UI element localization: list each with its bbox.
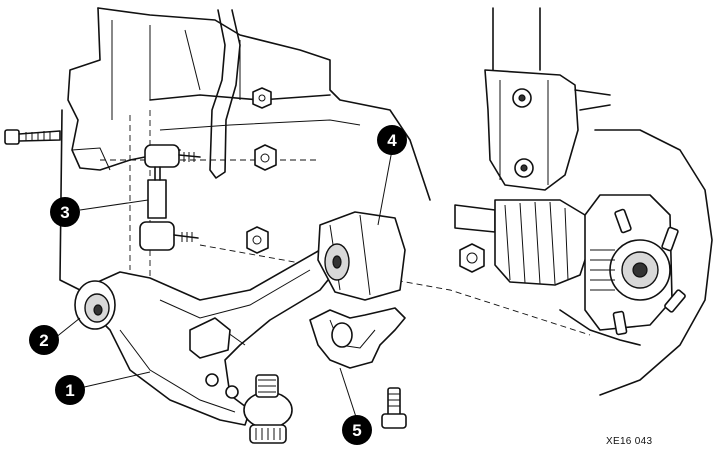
clamp-bolt [381,387,407,429]
nut-lower [246,226,269,254]
wheel-hub [559,129,713,396]
callout-2-label: 2 [39,331,48,350]
callout-4-label: 4 [387,131,397,150]
mounting-bolt [4,129,61,145]
callout-4: 4 [377,125,407,155]
nut-right [459,243,485,273]
clamp-bracket [309,307,406,369]
callout-5-label: 5 [352,421,361,440]
callout-2: 2 [29,325,59,355]
drop-link [139,144,201,251]
callout-1-label: 1 [65,381,74,400]
cv-boot [454,199,591,286]
lower-control-arm [74,237,341,444]
callout-3-label: 3 [60,203,69,222]
strut [484,7,611,191]
nut-middle [254,144,277,171]
callout-3: 3 [50,197,80,227]
arm-bushing [317,211,406,301]
leader-lines [54,149,393,421]
callout-1: 1 [55,375,85,405]
wheel-studs [612,208,686,336]
callout-5: 5 [342,415,372,445]
reference-code: XE16 043 [606,436,653,447]
nut-upper [252,87,272,109]
stabilizer-bar [209,9,241,179]
